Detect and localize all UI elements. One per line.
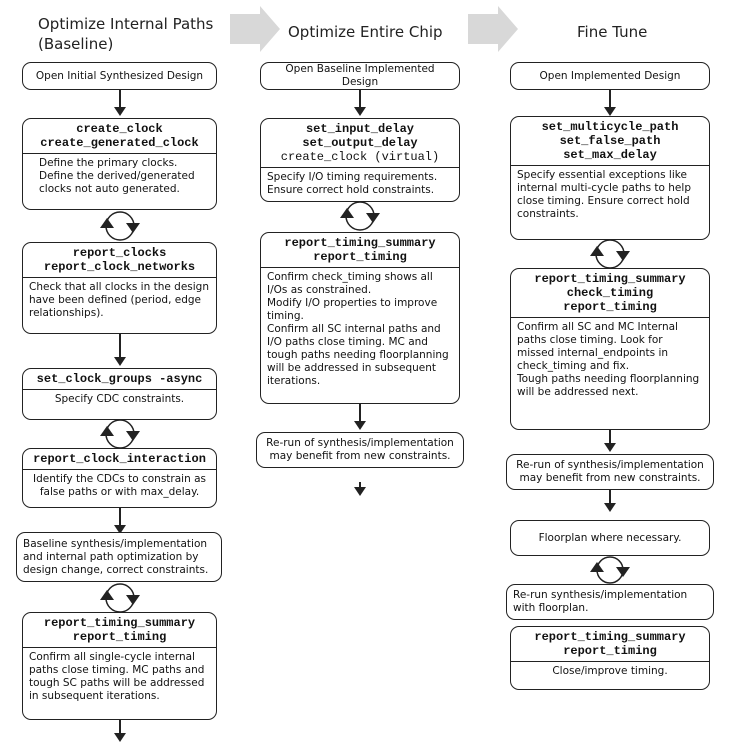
col3-floorplan-label: Floorplan where necessary. bbox=[538, 531, 682, 544]
col1-timing-text: Confirm all single-cycle internal paths … bbox=[29, 651, 205, 702]
col2-timing-cmds: report_timing_summary report_timing bbox=[284, 236, 436, 264]
col1-clock-text: Define the primary clocks. Define the de… bbox=[39, 157, 195, 195]
col2-io-delay-box: set_input_delay set_output_delay create_… bbox=[260, 118, 460, 202]
col1-clock-box: create_clock create_generated_clock Defi… bbox=[22, 118, 217, 210]
col3-rerun-floorplan-label: Re-run synthesis/implementation with flo… bbox=[513, 589, 688, 614]
col2-io-delay-text: Specify I/O timing requirements. Ensure … bbox=[267, 171, 438, 196]
col2-io-delay-cmds-virtual: create_clock (virtual) bbox=[280, 150, 440, 164]
col1-title-line2: (Baseline) bbox=[38, 35, 114, 53]
col1-clock-interaction-text: Identify the CDCs to constrain as false … bbox=[33, 473, 206, 498]
col3-close-timing-text: Close/improve timing. bbox=[552, 665, 668, 677]
col2-open-box: Open Baseline Implemented Design bbox=[260, 62, 460, 90]
col2-open-label: Open Baseline Implemented Design bbox=[285, 63, 435, 88]
col3-timing-cmds: report_timing_summary check_timing repor… bbox=[534, 272, 686, 314]
col1-timing-box: report_timing_summary report_timing Conf… bbox=[22, 612, 217, 720]
col1-clock-interaction-cmds: report_clock_interaction bbox=[33, 452, 206, 466]
chevron-right-icon bbox=[468, 6, 518, 52]
cycle-icon bbox=[590, 556, 630, 584]
col1-title-line1: Optimize Internal Paths bbox=[38, 15, 214, 33]
col3-floorplan-box: Floorplan where necessary. bbox=[510, 520, 710, 556]
col3-timing-box: report_timing_summary check_timing repor… bbox=[510, 268, 710, 430]
col3-title: Fine Tune bbox=[577, 23, 648, 41]
col1-title: Optimize Internal Paths (Baseline) bbox=[38, 14, 238, 54]
col3-rerun-box: Re-run of synthesis/implementation may b… bbox=[506, 454, 714, 490]
col1-baseline-label: Baseline synthesis/implementation and in… bbox=[23, 537, 209, 576]
col2-title: Optimize Entire Chip bbox=[288, 23, 443, 41]
col2-rerun-label: Re-run of synthesis/implementation may b… bbox=[266, 437, 454, 462]
col3-open-label: Open Implemented Design bbox=[539, 69, 681, 82]
col3-exceptions-box: set_multicycle_path set_false_path set_m… bbox=[510, 116, 710, 240]
col3-close-timing-box: report_timing_summary report_timing Clos… bbox=[510, 626, 710, 690]
chevron-right-icon bbox=[230, 6, 280, 52]
col2-io-delay-cmds: set_input_delay set_output_delay bbox=[302, 122, 418, 150]
col3-exceptions-cmds: set_multicycle_path set_false_path set_m… bbox=[541, 120, 679, 162]
col1-clock-interaction-box: report_clock_interaction Identify the CD… bbox=[22, 448, 217, 508]
col1-clock-groups-text: Specify CDC constraints. bbox=[54, 393, 185, 405]
col1-report-clocks-text: Check that all clocks in the design have… bbox=[29, 281, 209, 319]
col2-rerun-box: Re-run of synthesis/implementation may b… bbox=[256, 432, 464, 468]
col3-close-timing-cmds: report_timing_summary report_timing bbox=[534, 630, 686, 658]
col3-timing-text: Confirm all SC and MC Internal paths clo… bbox=[517, 321, 700, 398]
col1-open-label: Open Initial Synthesized Design bbox=[35, 69, 204, 82]
col2-timing-text: Confirm check_timing shows all I/Os as c… bbox=[267, 271, 449, 387]
col1-clock-groups-box: set_clock_groups -async Specify CDC cons… bbox=[22, 368, 217, 420]
col3-rerun-label: Re-run of synthesis/implementation may b… bbox=[516, 459, 704, 484]
cycle-icon bbox=[340, 201, 380, 231]
col1-open-box: Open Initial Synthesized Design bbox=[22, 62, 217, 90]
cycle-icon bbox=[100, 211, 140, 241]
col1-report-clocks-cmds: report_clocks report_clock_networks bbox=[43, 246, 196, 274]
col1-baseline-box: Baseline synthesis/implementation and in… bbox=[16, 532, 222, 582]
col1-clock-cmds: create_clock create_generated_clock bbox=[40, 122, 199, 150]
col2-timing-box: report_timing_summary report_timing Conf… bbox=[260, 232, 460, 404]
col1-timing-cmds: report_timing_summary report_timing bbox=[43, 616, 196, 644]
col3-exceptions-text: Specify essential exceptions like intern… bbox=[517, 169, 691, 220]
col3-open-box: Open Implemented Design bbox=[510, 62, 710, 90]
col1-clock-groups-cmds: set_clock_groups -async bbox=[36, 372, 203, 386]
col3-rerun-floorplan-box: Re-run synthesis/implementation with flo… bbox=[506, 584, 714, 620]
col1-report-clocks-box: report_clocks report_clock_networks Chec… bbox=[22, 242, 217, 334]
